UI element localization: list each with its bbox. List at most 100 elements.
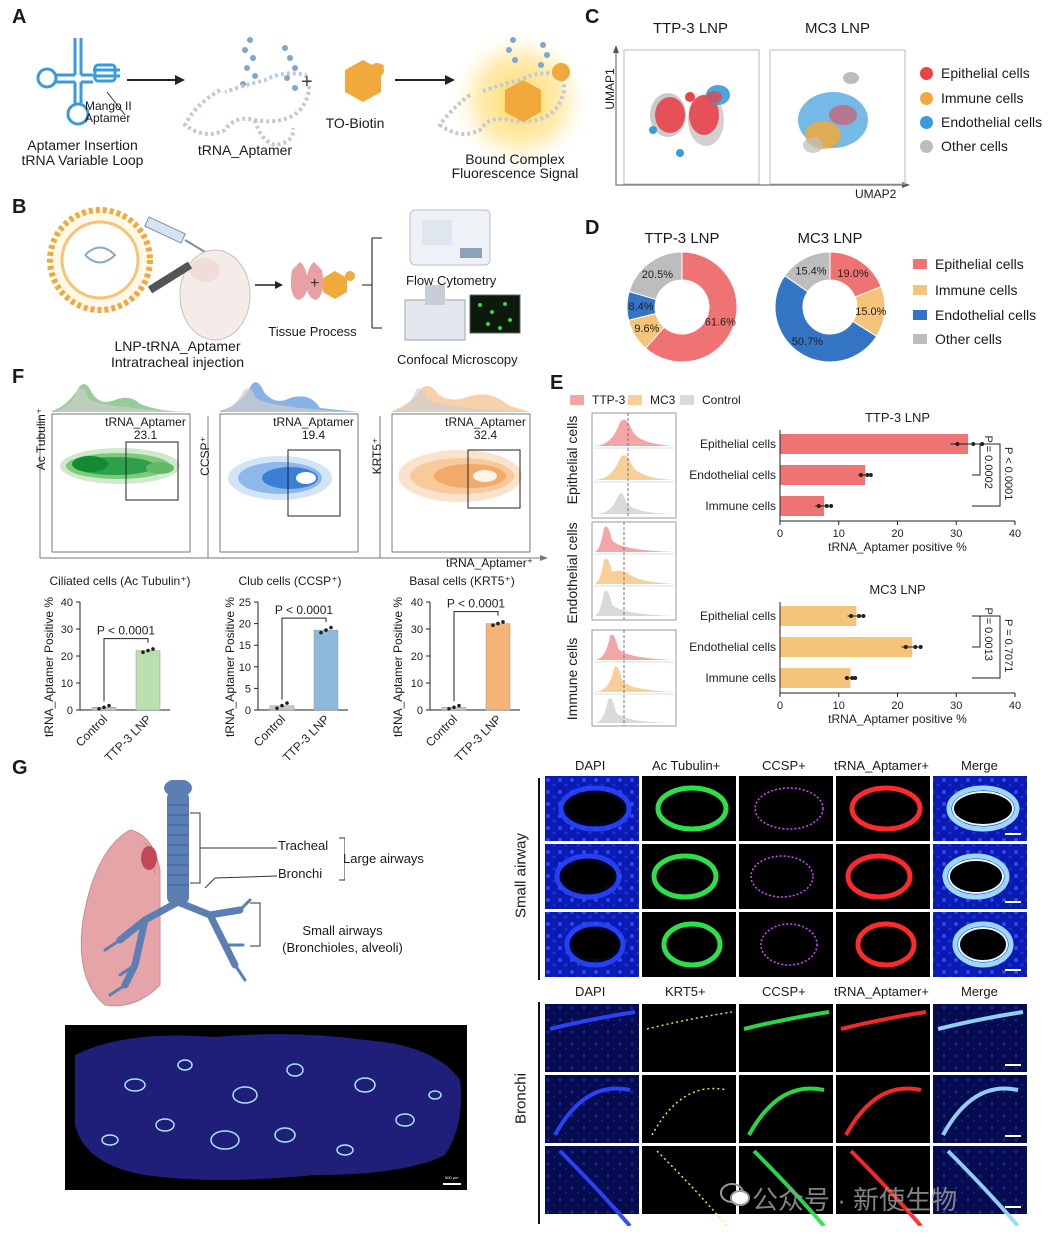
vbar-point	[491, 623, 495, 628]
trachea-icon	[167, 790, 189, 905]
header-merge-top: Merge	[961, 758, 998, 773]
vbar-point	[447, 707, 451, 711]
branch-bracket-icon	[362, 237, 382, 329]
donut-slice-label: 8.4%	[628, 301, 653, 313]
micro-cell	[545, 1075, 639, 1143]
umap-mc3-cluster	[798, 72, 868, 153]
micro-airway-lumen	[573, 930, 617, 959]
donut-slice-label: 50.7%	[792, 336, 823, 348]
umap-ttp3-cluster	[649, 85, 730, 157]
header-aptamer-top: tRNA_Aptamer+	[834, 758, 930, 773]
trna-aptamer-structure-icon	[240, 37, 298, 91]
vbar-pvalue: P < 0.0001	[275, 603, 333, 617]
vbar-tick-label: 10	[411, 678, 423, 690]
micro-airway-lumen	[563, 862, 613, 891]
legend-item: TTP-3	[570, 393, 625, 407]
vbar-point	[457, 703, 461, 708]
vbar-tick-label: 10	[61, 678, 73, 690]
micro-airway-lumen	[567, 794, 623, 823]
vbar-tick-label: 30	[61, 624, 73, 636]
hbar-point	[850, 676, 855, 680]
vbar-point	[146, 648, 150, 653]
donut-slice	[784, 252, 831, 293]
legend-swatch	[913, 334, 927, 344]
header-merge-bottom: Merge	[961, 984, 998, 999]
donut-slice-label: 20.5%	[642, 269, 673, 281]
micro-epithelium-line	[553, 1086, 631, 1136]
vbar-tick-label: 0	[417, 705, 423, 717]
hbar-category-label: Epithelial cells	[700, 609, 776, 623]
confocal-microscope-icon	[404, 285, 521, 341]
arrow-right-icon	[175, 75, 185, 85]
vbar-tick-label: 20	[411, 651, 423, 663]
micro-airway-ring	[855, 921, 917, 968]
label-bronchi: Bronchi	[278, 866, 323, 881]
micro-epithelium-line	[558, 1149, 632, 1226]
hbar-tick-label: 20	[891, 700, 903, 712]
umap-plots	[613, 45, 910, 188]
caption-confocal: Confocal Microscopy	[397, 352, 518, 367]
hbar-category-label: Immune cells	[705, 671, 776, 685]
hbar-point	[816, 504, 821, 508]
donut-slice	[774, 275, 878, 363]
hbar-point	[844, 676, 849, 680]
micro-scale-bar	[1005, 1135, 1021, 1137]
vbar-tick-label: 0	[67, 705, 73, 717]
vbar-point	[501, 620, 505, 624]
micro-scale-bar	[1005, 1206, 1021, 1208]
hbar-xlabel: tRNA_Aptamer positive %	[828, 712, 967, 726]
hbar-tick-label: 40	[1009, 700, 1021, 712]
donut-slice-label: 9.6%	[634, 323, 659, 335]
legend-swatch	[920, 66, 933, 80]
hbar-tick-label: 0	[777, 528, 783, 540]
legend-swatch	[913, 259, 927, 269]
legend-swatch	[570, 395, 584, 405]
hbar-tick-label: 20	[891, 528, 903, 540]
micro-airway-ring	[661, 921, 723, 968]
panel-label-e: E	[550, 372, 564, 394]
micro-airway-ring	[651, 853, 719, 900]
flow-ylabel-ccsp: CCSP⁺	[198, 436, 212, 476]
hbar-bar	[780, 668, 851, 688]
legend-item: Epithelial cells	[913, 256, 1024, 272]
panel-label-f: F	[12, 366, 25, 388]
vbar-bar	[485, 623, 511, 711]
microscopy-grid-bronchi	[545, 1004, 1027, 1226]
label-tracheal: Tracheal	[278, 838, 329, 853]
donut-title-right: MC3 LNP	[797, 230, 863, 247]
legend-swatch	[920, 139, 933, 153]
flow-plots	[39, 382, 548, 561]
flow-plot-basal	[391, 386, 531, 553]
hbar-point	[865, 473, 870, 477]
vbar-point	[329, 625, 333, 630]
mango-pointer-icon	[106, 91, 126, 116]
hbar-bracket	[972, 615, 1001, 679]
micro-cell	[933, 1075, 1027, 1143]
micro-epithelium-line	[946, 1149, 1020, 1226]
hist-epithelial	[591, 412, 677, 519]
panel-label-a: A	[12, 6, 27, 28]
micro-airway-lumen	[952, 791, 1014, 826]
hbar-point	[829, 504, 834, 508]
panel-a-diagram: +	[36, 30, 590, 170]
hist-label-endothelial: Endothelial cells	[564, 522, 580, 624]
left-lung-icon	[80, 829, 161, 1007]
micro-epithelium-line	[651, 1087, 728, 1136]
umap-xlabel: UMAP2	[855, 187, 897, 201]
hbar-pvalue: P = 0.0013	[982, 608, 994, 661]
vbar-tick-label: 5	[245, 683, 251, 695]
hbar-tick-label: 30	[950, 700, 962, 712]
header-ccsp-bottom: CCSP+	[762, 984, 806, 999]
lung-section-image: 500 μm	[65, 1025, 467, 1190]
vbar-point	[107, 703, 111, 708]
bar-title-basal: Basal cells (KRT5⁺)	[409, 574, 515, 588]
donut-slice-label: 19.0%	[837, 268, 868, 280]
hbar-point	[913, 645, 918, 649]
donut-slice	[628, 252, 683, 301]
micro-cell	[545, 1146, 639, 1214]
vbar-bar	[135, 650, 161, 711]
micro-airway-ring	[849, 785, 923, 832]
